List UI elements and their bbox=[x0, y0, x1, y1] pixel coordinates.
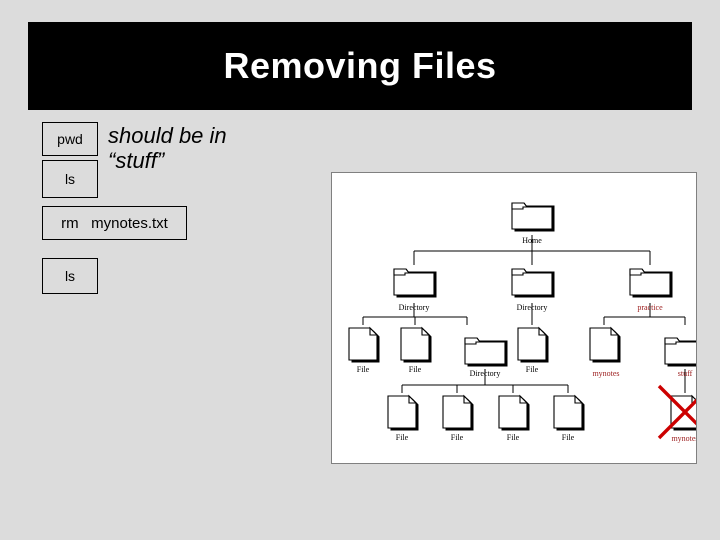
file-icon bbox=[400, 327, 433, 364]
tree-node-label: Directory bbox=[517, 303, 548, 312]
tree-node-label: Directory bbox=[399, 303, 430, 312]
command-box-ls-first[interactable]: ls bbox=[42, 160, 98, 198]
tree-node-mynotes-original[interactable]: mynotes bbox=[589, 327, 622, 378]
folder-icon bbox=[511, 202, 556, 233]
tree-node-stuff[interactable]: stuff bbox=[664, 337, 696, 378]
tree-node-label: File bbox=[507, 433, 520, 442]
tree-node-label: practice bbox=[637, 303, 663, 312]
tree-node-file2[interactable]: File bbox=[400, 327, 433, 374]
folder-icon bbox=[511, 268, 556, 299]
tree-node-label: mynotes bbox=[592, 369, 619, 378]
tree-node-dir2[interactable]: Directory bbox=[511, 268, 556, 312]
file-icon bbox=[442, 395, 475, 432]
file-icon bbox=[348, 327, 381, 364]
command-box-ls-second[interactable]: ls bbox=[42, 258, 98, 294]
file-icon bbox=[517, 327, 550, 364]
tree-connector-practice-children bbox=[603, 303, 686, 325]
file-icon bbox=[553, 395, 586, 432]
tree-node-label: File bbox=[451, 433, 464, 442]
page-title: Removing Files bbox=[223, 45, 497, 86]
tree-node-label: File bbox=[396, 433, 409, 442]
file-icon bbox=[589, 327, 622, 364]
slide-title-bar: Removing Files bbox=[28, 22, 692, 110]
tree-node-file7[interactable]: File bbox=[553, 395, 586, 442]
tree-node-label: stuff bbox=[678, 369, 693, 378]
delete-x-icon bbox=[657, 384, 696, 440]
annotation-note-line-1: should be in bbox=[108, 123, 227, 148]
tree-node-label: Home bbox=[522, 236, 542, 245]
file-icon bbox=[387, 395, 420, 432]
tree-node-file4[interactable]: File bbox=[387, 395, 420, 442]
directory-tree-panel: Home Directory Directory practice File F… bbox=[331, 172, 697, 464]
folder-icon bbox=[664, 337, 696, 368]
tree-connector-dir1-children bbox=[362, 303, 468, 325]
tree-node-file1[interactable]: File bbox=[348, 327, 381, 374]
tree-node-label: File bbox=[526, 365, 539, 374]
tree-node-file5[interactable]: File bbox=[442, 395, 475, 442]
tree-node-home[interactable]: Home bbox=[511, 202, 556, 245]
tree-node-label: File bbox=[357, 365, 370, 374]
tree-node-label: Directory bbox=[470, 369, 501, 378]
tree-connector-home-to-row1 bbox=[413, 235, 651, 265]
tree-node-file6[interactable]: File bbox=[498, 395, 531, 442]
tree-node-practice[interactable]: practice bbox=[629, 268, 674, 312]
tree-node-file3[interactable]: File bbox=[517, 327, 550, 374]
tree-node-dir1[interactable]: Directory bbox=[393, 268, 438, 312]
directory-tree-svg: Home Directory Directory practice File F… bbox=[348, 202, 696, 443]
tree-node-label: mynotes bbox=[671, 434, 696, 443]
folder-icon bbox=[464, 337, 509, 368]
folder-icon bbox=[393, 268, 438, 299]
annotation-note-line-2: “stuff” bbox=[108, 147, 165, 173]
file-icon bbox=[498, 395, 531, 432]
tree-node-label: File bbox=[562, 433, 575, 442]
tree-connector-dir3-children bbox=[401, 369, 569, 393]
annotation-note: should be in “stuff” bbox=[108, 123, 293, 173]
tree-node-mynotes-deleted[interactable]: mynotes bbox=[657, 384, 696, 443]
tree-node-label: File bbox=[409, 365, 422, 374]
command-box-rm-mynotes[interactable]: rm mynotes.txt bbox=[42, 206, 187, 240]
tree-node-dir3[interactable]: Directory bbox=[464, 337, 509, 378]
folder-icon bbox=[629, 268, 674, 299]
command-box-pwd[interactable]: pwd bbox=[42, 122, 98, 156]
